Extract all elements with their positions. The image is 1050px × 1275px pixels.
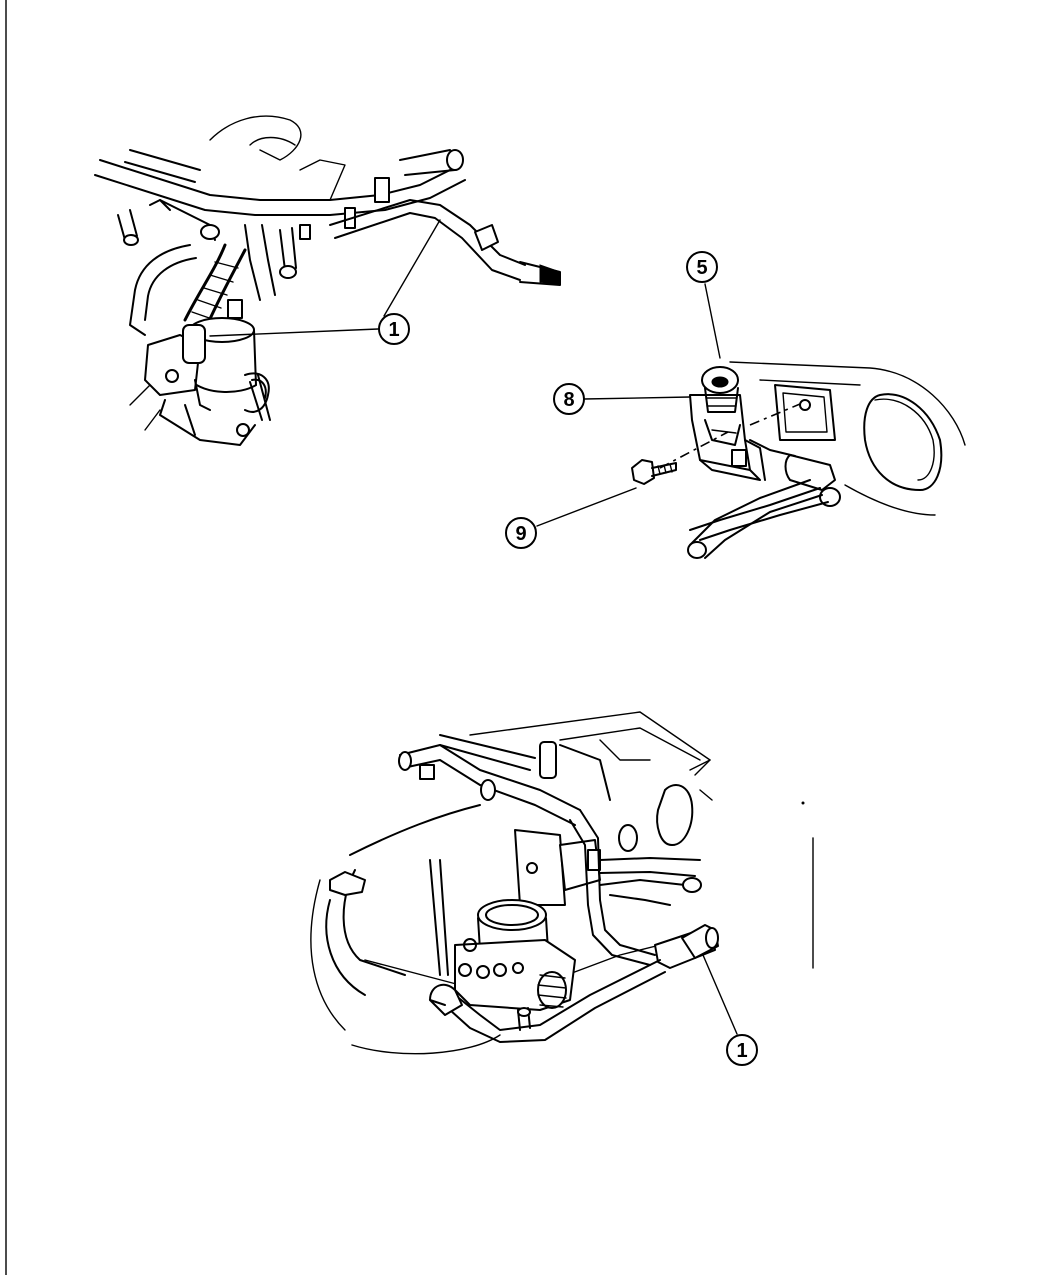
leader-line-5 bbox=[704, 283, 721, 359]
leader-line-1-top-b bbox=[383, 219, 441, 317]
callout-label: 1 bbox=[736, 1040, 747, 1062]
callout-9: 9 bbox=[505, 517, 537, 549]
callout-8: 8 bbox=[553, 383, 585, 415]
bottom-engine-illustration bbox=[310, 711, 814, 1055]
callout-1-top: 1 bbox=[378, 313, 410, 345]
callout-label: 5 bbox=[696, 257, 707, 279]
leader-line-1-bottom bbox=[702, 954, 738, 1035]
callout-label: 1 bbox=[388, 319, 399, 341]
leader-line-8 bbox=[583, 396, 691, 400]
callout-label: 9 bbox=[515, 523, 526, 545]
callout-5: 5 bbox=[686, 251, 718, 283]
callout-label: 8 bbox=[563, 389, 574, 411]
callout-1-bottom: 1 bbox=[726, 1034, 758, 1066]
top-engine-illustration bbox=[94, 115, 561, 446]
leader-line-1-top-a bbox=[209, 328, 379, 337]
solenoid-illustration bbox=[631, 361, 966, 559]
leader-line-9 bbox=[536, 487, 637, 527]
